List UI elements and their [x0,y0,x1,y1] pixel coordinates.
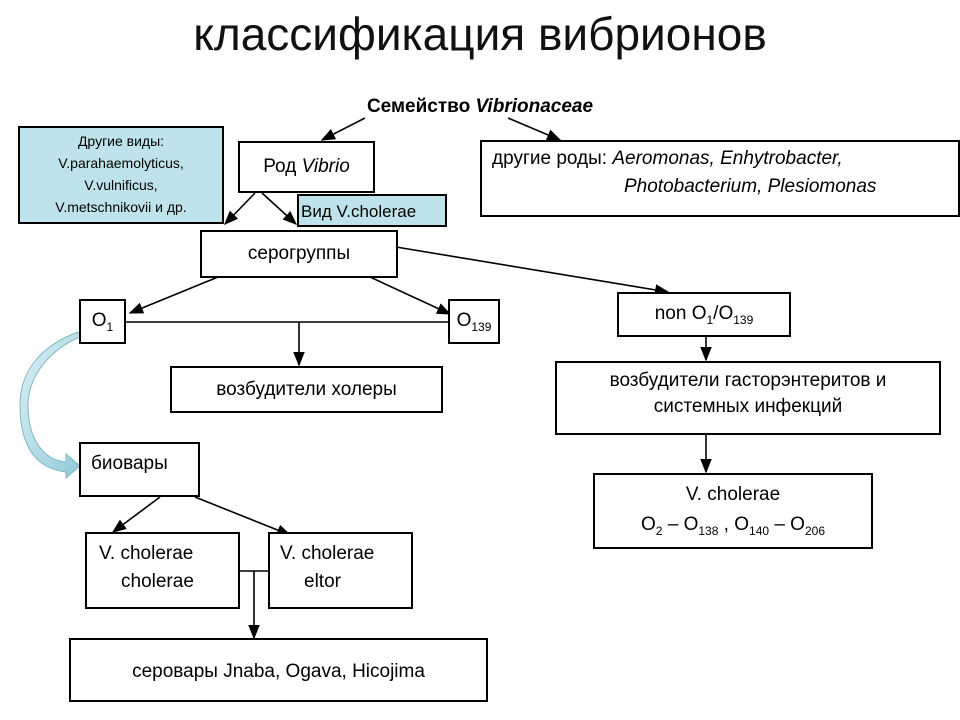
o1-box: O1 [79,299,126,344]
vc-o-subscript: 140 [749,524,770,538]
family-label: Семейство Vibrionaceae [300,94,660,120]
serovars-label: серовары Jnaba, Ogava, Hicojima [132,661,425,682]
serovars-box: серовары Jnaba, Ogava, Hicojima [69,638,488,702]
other-species-item: V.metschnikovii и др. [55,199,187,215]
gastro-agents-line-1: возбудители гасторэнтеритов и [609,370,887,391]
family-prefix: Семейство [366,96,471,117]
o139-box: O139 [448,299,500,344]
species-box: Вид V.cholerae [297,194,447,227]
serogroups-label: серогруппы [247,243,351,264]
vc-eltor-line-2: eltor [304,571,341,592]
vc-o-subscript: 206 [804,524,825,538]
vc-o-letter: , O [718,514,750,535]
cholera-agents-label: возбудители холеры [216,379,397,400]
vc-cholerae-box: V. cholerae cholerae [85,532,240,609]
genus-label: Род [263,156,297,177]
arrow-family-to-genus [320,117,366,141]
o1-letter: O [91,310,107,331]
arrow-biovars-to-vc-cholerae [111,496,161,533]
o139-letter: O [456,310,472,331]
cholera-agents-box: возбудители холеры [170,366,443,413]
non-o1-slash: /O [713,303,734,324]
curved-arrow-o1-to-biovars [19,331,83,480]
vc-cholerae-line-1: V. cholerae [99,543,194,564]
serogroups-box: серогруппы [200,230,398,278]
arrow-serogroups-to-non-o1 [395,246,670,296]
arrow-genus-to-species [261,192,298,225]
vc-serogroups-box: V. cholerae O2 – O138 , O140 – O206 [593,473,873,549]
other-genera-names-1: Aeromonas, Enhytrobacter, [612,148,843,169]
biovars-box: биовары [79,442,200,497]
other-species-heading: Другие виды: [77,133,165,149]
genus-name: Vibrio [301,156,350,177]
other-genera-box: другие роды: Aeromonas, Enhytrobacter, P… [480,140,960,217]
vc-eltor-line-1: V. cholerae [280,543,375,564]
family-name: Vibrionaceae [475,96,594,117]
biovars-label: биовары [91,453,168,474]
vc-o-letter: O [641,514,656,535]
o1-subscript: 1 [106,320,114,334]
genus-box: Род Vibrio [238,141,375,193]
vc-o-subscript: 138 [698,524,719,538]
other-species-item: V.vulnificus, [84,177,158,193]
other-genera-line-1: другие роды: Aeromonas, Enhytrobacter, [492,147,948,171]
o139-subscript: 139 [471,320,492,334]
other-species-item: V.parahaemolyticus, [58,155,184,171]
arrow-family-to-other-genera [507,117,562,141]
gastro-agents-box: возбудители гасторэнтеритов и системных … [555,361,941,435]
other-genera-line-2: Photobacterium, Plesiomonas [492,175,948,199]
non-o1-subscript: 1 [706,313,714,327]
other-genera-names-2: Photobacterium, Plesiomonas [624,176,877,197]
vc-o-letter: – O [662,514,699,535]
other-genera-label: другие роды: [492,148,608,169]
non-o1-box: non O1/O139 [617,292,791,337]
vc-eltor-box: V. cholerae eltor [268,532,413,609]
vc-serogroups-line-1: V. cholerae [685,484,781,505]
arrow-serogroups-to-o1 [128,276,219,314]
vc-cholerae-line-2: cholerae [121,571,194,592]
vc-o-subscript: 2 [655,524,663,538]
vc-serogroups-line-2: O2 – O138 , O140 – O206 [595,513,871,537]
arrow-serogroups-to-o139 [369,276,452,315]
page-title: классификация вибрионов [193,8,767,60]
arrow-biovars-to-vc-eltor [194,496,292,536]
non-o1-prefix: non O [654,303,707,324]
species-label: Вид V.cholerae [301,202,417,221]
other-species-box: Другие виды: V.parahaemolyticus, V.vulni… [18,126,224,224]
gastro-agents-line-2: системных инфекций [653,396,843,417]
arrow-genus-to-other-species [223,192,256,226]
non-o139-subscript: 139 [733,313,754,327]
vc-o-letter: – O [769,514,805,535]
